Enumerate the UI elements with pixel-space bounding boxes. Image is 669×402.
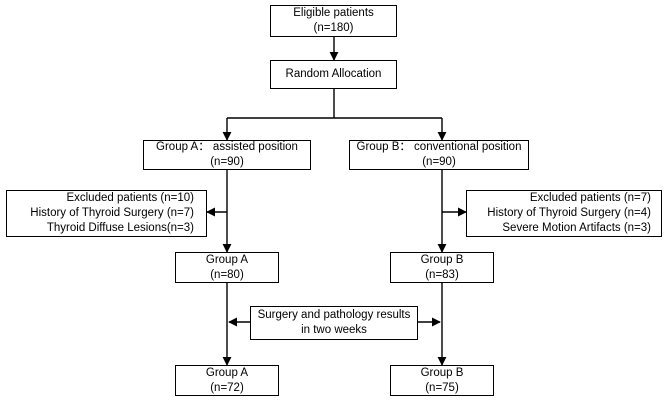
followup-line-2: in two weeks: [301, 324, 367, 336]
excluded-b-reason-2: Severe Motion Artifacts (n=3): [502, 222, 651, 234]
excluded-a-box: Excluded patients (n=10) History of Thyr…: [6, 190, 207, 237]
followup-line-1: Surgery and pathology results: [257, 309, 411, 321]
group-b-assigned-label: Group B： conventional position: [356, 141, 522, 153]
group-a-final-label: Group A: [205, 366, 249, 379]
group-b-final-count: (n=75): [425, 381, 459, 394]
group-a-assigned-label: Group A： assisted position: [156, 141, 298, 153]
eligible-patients-box: Eligible patients (n=180): [270, 5, 397, 37]
group-a-mid-count: (n=80): [210, 268, 244, 281]
group-a-mid-box: Group A (n=80): [175, 252, 279, 283]
excluded-b-reason-1: History of Thyroid Surgery (n=4): [487, 207, 651, 219]
excluded-b-title: Excluded patients (n=7): [529, 192, 651, 204]
group-a-final-box: Group A (n=72): [175, 365, 279, 396]
followup-box: Surgery and pathology results in two wee…: [250, 306, 418, 340]
random-allocation-label: Random Allocation: [285, 68, 382, 80]
group-a-final-count: (n=72): [210, 381, 244, 394]
group-a-mid-label: Group A: [205, 253, 249, 266]
group-b-final-box: Group B (n=75): [390, 365, 494, 396]
eligible-patients-label: Eligible patients: [293, 7, 374, 19]
group-b-mid-count: (n=83): [425, 268, 459, 281]
random-allocation-box: Random Allocation: [270, 60, 397, 89]
group-b-mid-box: Group B (n=83): [390, 252, 494, 283]
group-b-assigned-box: Group B： conventional position (n=90): [349, 140, 529, 170]
excluded-b-box: Excluded patients (n=7) History of Thyro…: [466, 190, 662, 237]
group-a-assigned-box: Group A： assisted position (n=90): [143, 140, 311, 170]
group-b-final-label: Group B: [420, 366, 464, 379]
group-b-assigned-count: (n=90): [422, 156, 456, 168]
excluded-a-reason-1: History of Thyroid Surgery (n=7): [30, 207, 194, 219]
group-a-assigned-count: (n=90): [210, 156, 244, 168]
excluded-a-title: Excluded patients (n=10): [66, 192, 194, 204]
excluded-a-reason-2: Thyroid Diffuse Lesions(n=3): [46, 222, 194, 234]
group-b-mid-label: Group B: [420, 253, 464, 266]
eligible-patients-count: (n=180): [313, 22, 354, 34]
